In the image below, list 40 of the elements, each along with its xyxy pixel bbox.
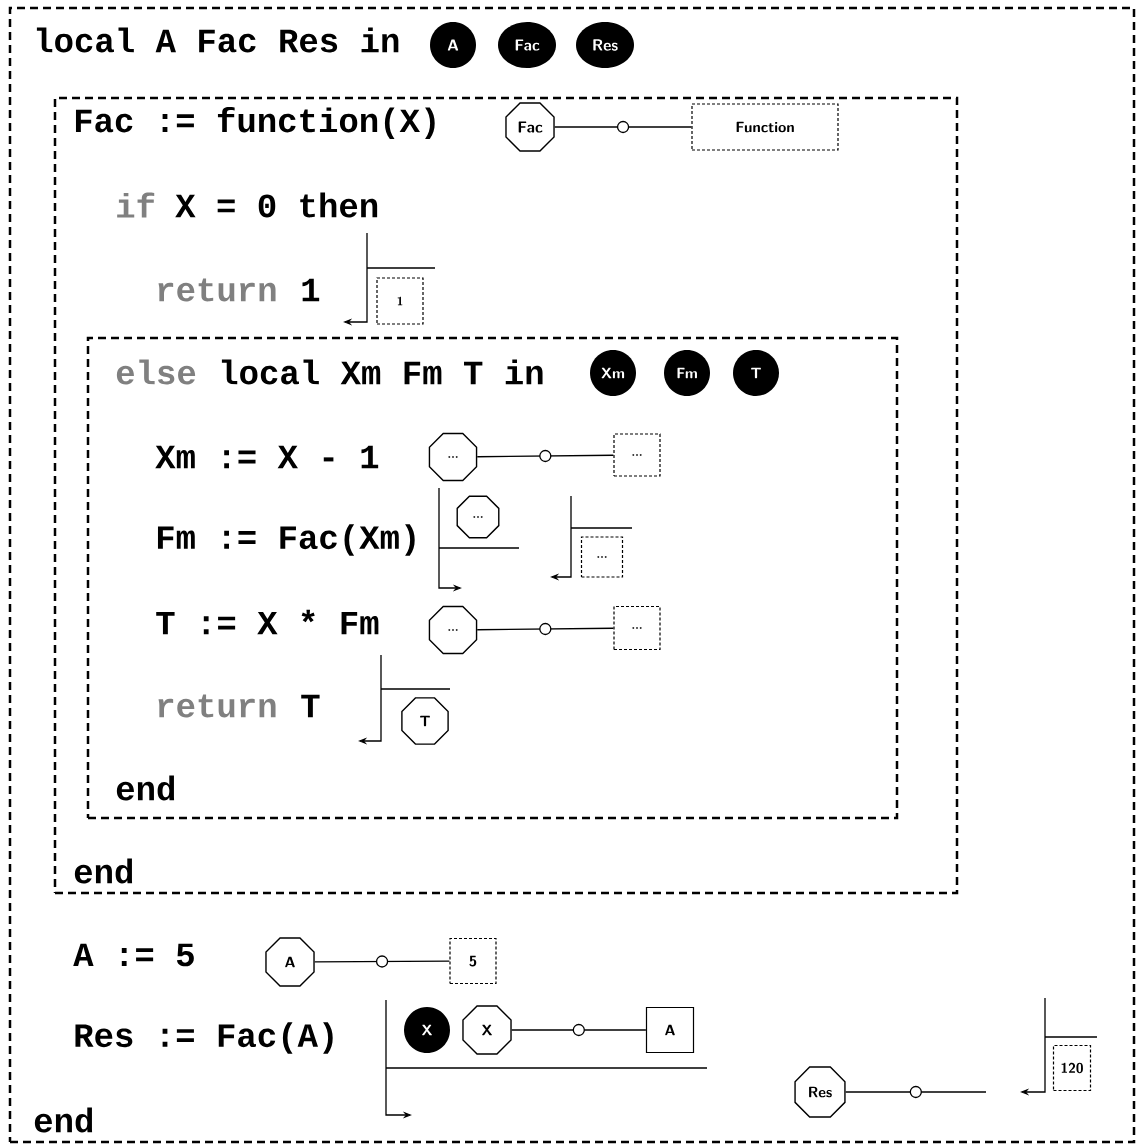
value-box: 120	[1052, 1044, 1092, 1092]
code-line: end	[74, 858, 133, 884]
octagon: A	[265, 937, 315, 987]
code-line: end	[116, 775, 175, 801]
value-box: ...	[613, 605, 661, 651]
octagon: Fac	[505, 102, 555, 152]
code-line: A := 5	[73, 943, 194, 967]
code-line: Xm := X - 1	[155, 445, 379, 469]
code-line: end	[34, 1107, 93, 1133]
code-line: Fac := function(X)	[76, 106, 435, 140]
octagon: T	[401, 697, 449, 745]
connector	[554, 120, 693, 134]
octagon: ...	[428, 432, 478, 482]
code-line: 1	[302, 278, 320, 302]
code-line: T	[301, 694, 320, 718]
connector	[476, 449, 615, 463]
code-line: X = 0 then	[175, 192, 378, 218]
code-line: local A Fac Res in	[36, 27, 399, 53]
octagon: Res	[794, 1066, 846, 1118]
code-line: local Xm Fm T in	[221, 359, 543, 385]
value-box: 5	[449, 937, 497, 985]
octagon: ...	[456, 495, 500, 539]
code-line: if	[117, 192, 155, 218]
code-line: Res := Fac(A)	[75, 1022, 333, 1054]
value-box: A	[645, 1006, 695, 1054]
value-box: ...	[613, 433, 661, 477]
code-line: else	[116, 359, 196, 385]
code-line: return	[158, 694, 276, 718]
connector	[476, 622, 615, 636]
value-box: Function	[691, 103, 839, 151]
code-line: Fm := Fac(Xm)	[158, 524, 415, 556]
connector	[845, 1085, 987, 1099]
connector	[314, 955, 451, 968]
connector	[511, 1023, 647, 1037]
value-box: 1	[376, 277, 424, 325]
code-line: return	[158, 278, 276, 302]
value-box: ...	[580, 536, 624, 578]
octagon: X	[462, 1005, 512, 1055]
code-line: T := X * Fm	[156, 609, 379, 635]
octagon: ...	[428, 605, 478, 655]
